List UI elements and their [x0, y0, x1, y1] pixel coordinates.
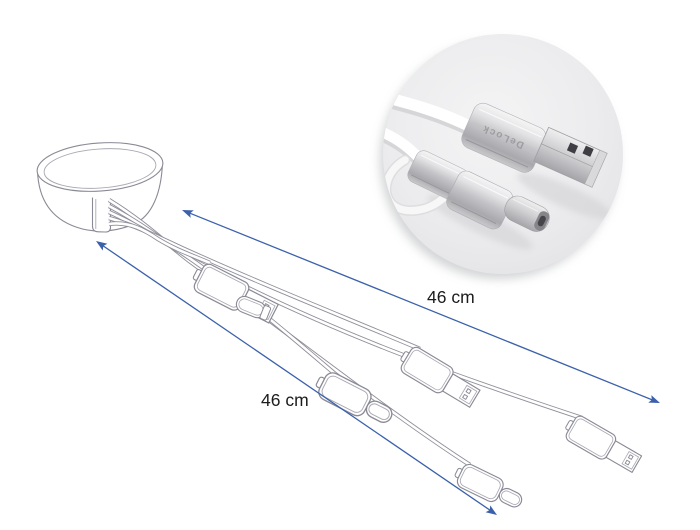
usb-a-connector-middle: [394, 342, 483, 412]
cable-reel: [36, 142, 164, 232]
usb-a-connector-right: [559, 411, 645, 477]
usb-c-connector-bottom: [450, 459, 527, 515]
photo-inset: DeLock: [380, 34, 623, 279]
dimension-label-top: 46 cm: [427, 287, 475, 307]
usb-c-connector-middle: [310, 367, 399, 432]
inset-2in1-usb-c-plug: [407, 150, 550, 232]
inset-usb-a-plug: DeLock: [461, 102, 608, 188]
reel-cable-outlet: [91, 197, 112, 233]
dimension-arrow-top: [182, 210, 660, 403]
dimension-label-bottom: 46 cm: [261, 390, 309, 410]
dimension-arrow-bottom: [96, 241, 497, 515]
inset-flat-cable-bottom: [383, 124, 425, 166]
